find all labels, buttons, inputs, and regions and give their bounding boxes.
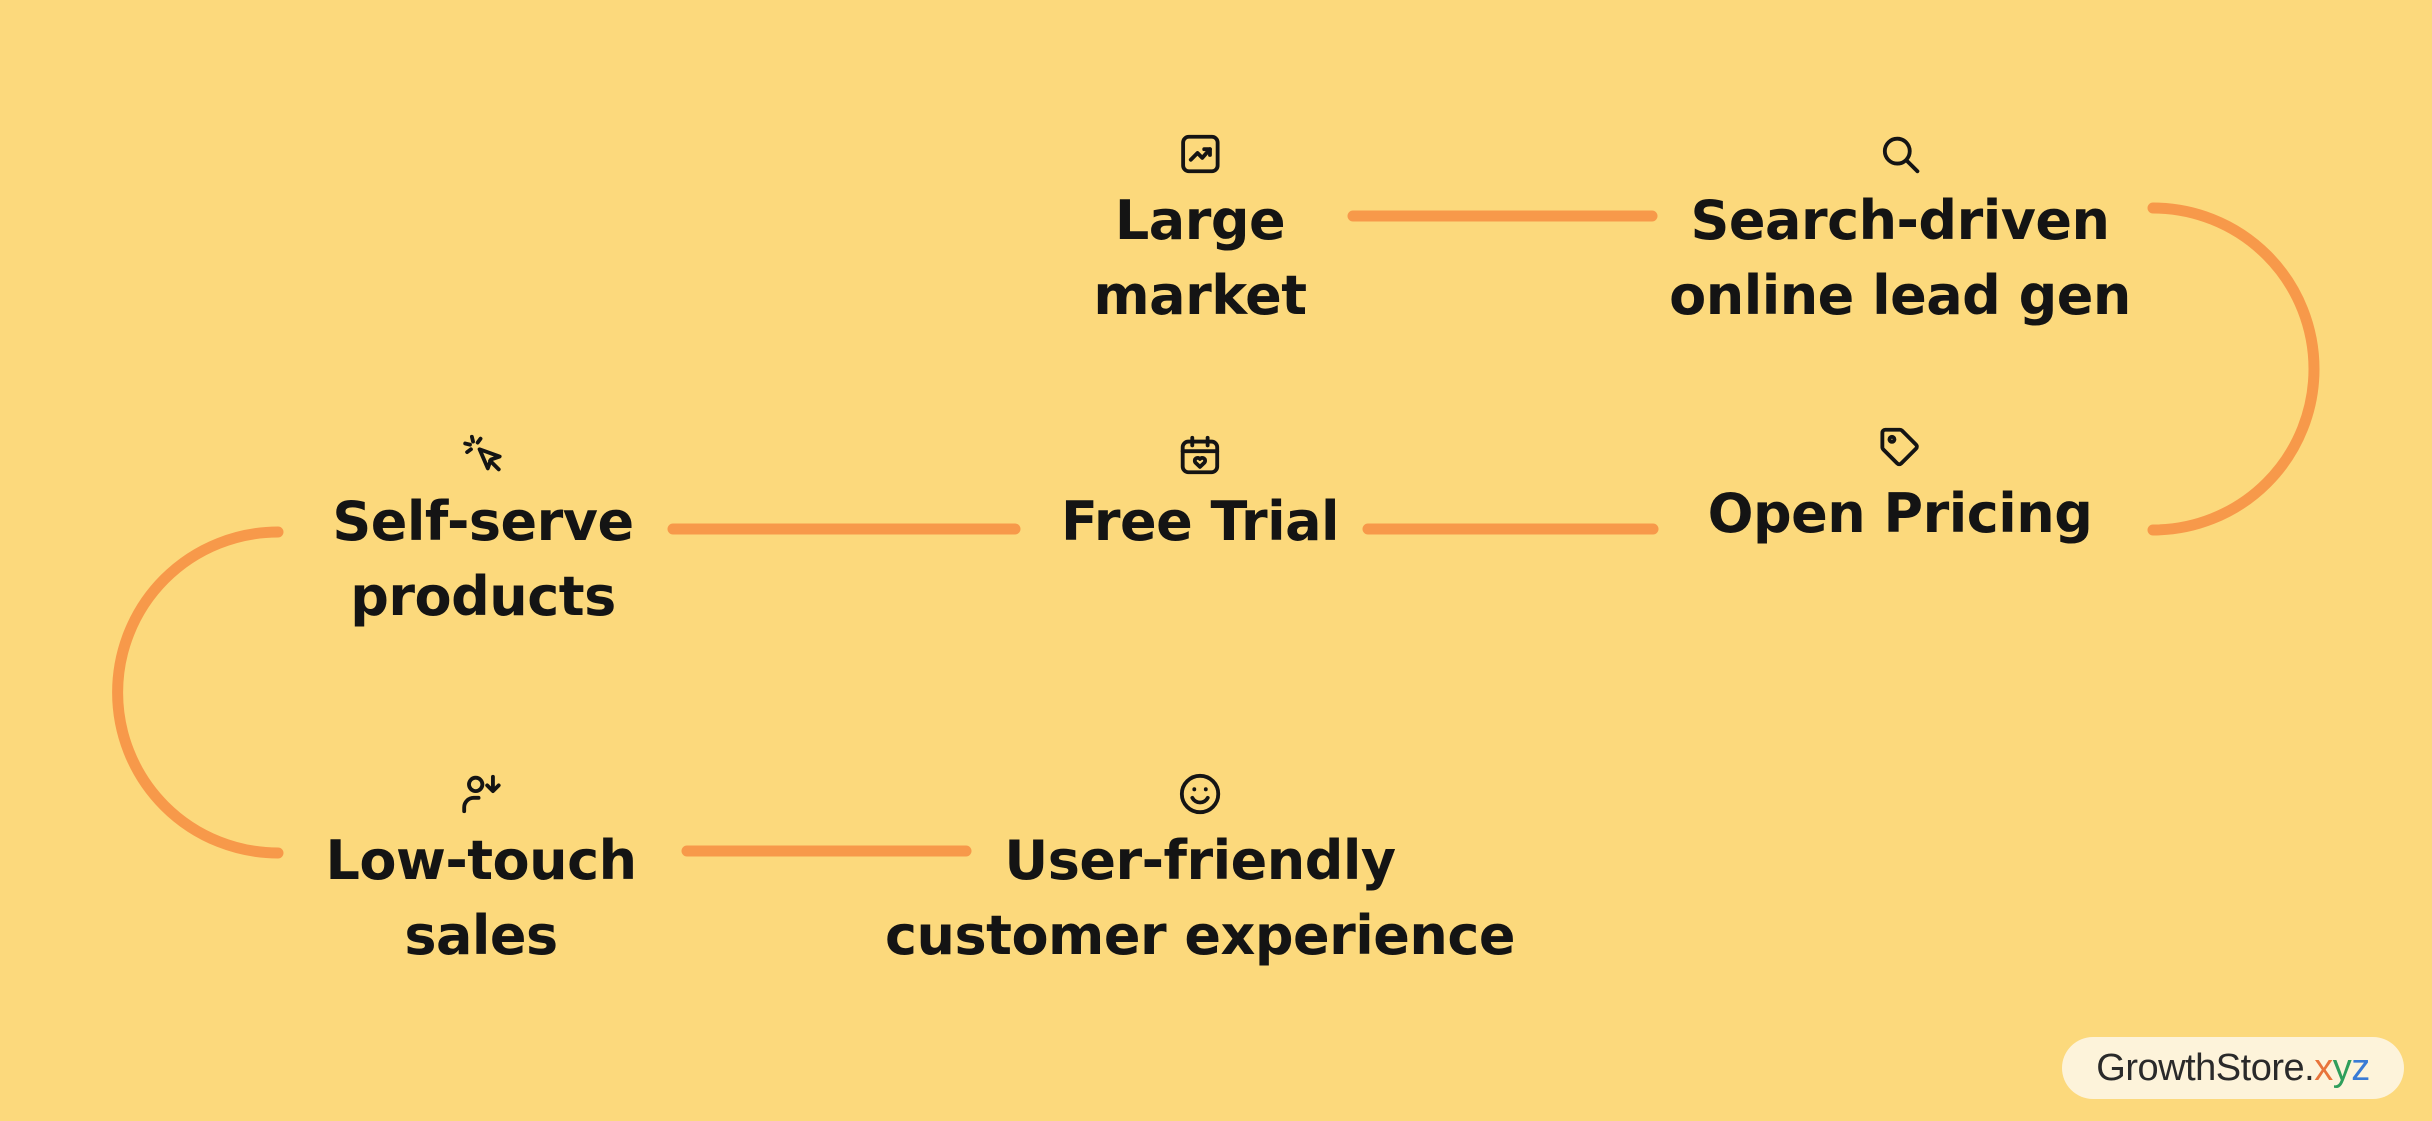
node-low-touch: Low-touch sales [325,771,637,973]
calendar-heart-icon [1180,435,1220,475]
node-label: Open Pricing [1707,482,2093,545]
node-label: Low-touch sales [325,829,637,967]
node-self-serve: Self-serve products [332,432,634,634]
search-icon [1882,136,1920,174]
node-label: Self-serve products [332,490,634,628]
node-label: Search-driven online lead gen [1669,189,2131,327]
connector-self-serve-to-low-touch [112,526,284,859]
logo-text-middle: wthStore [2158,1046,2305,1089]
logo-text-dot: . [2304,1046,2315,1089]
logo-text-y: y [2332,1046,2352,1089]
node-label: Large market [1093,189,1307,327]
node-large-market: Large market [1093,131,1307,333]
logo-text-x: x [2314,1046,2333,1089]
trending-chart-icon [1180,134,1220,174]
node-label: User-friendly customer experience [885,829,1515,967]
connector-search-to-open-pricing [2147,202,2320,536]
node-search-driven: Search-driven online lead gen [1669,131,2131,333]
logo-text-z: z [2351,1046,2370,1089]
node-label: Free Trial [1060,490,1340,553]
smiley-face-icon [1179,773,1221,815]
cursor-click-icon [462,434,502,472]
node-open-pricing: Open Pricing [1708,424,2093,551]
node-user-friendly: User-friendly customer experience [885,771,1515,973]
logo-text-o: o [2137,1046,2159,1089]
price-tag-icon [1880,427,1920,467]
node-free-trial: Free Trial [1060,432,1340,559]
user-download-icon [461,774,501,814]
logo-text-prefix: Gr [2096,1046,2138,1089]
